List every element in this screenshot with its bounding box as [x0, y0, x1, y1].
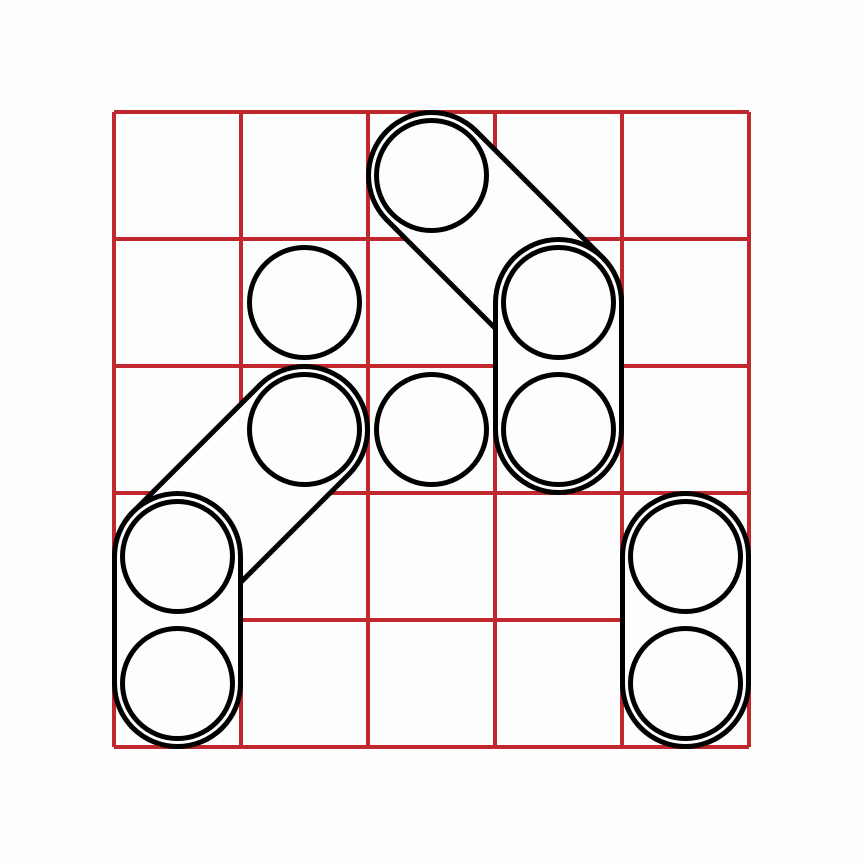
- single-circle: [247, 245, 362, 360]
- domino-piece: [112, 491, 243, 749]
- single-circle: [374, 372, 489, 487]
- domino-piece: [620, 491, 751, 749]
- piece-circle: [501, 372, 616, 487]
- domino-piece: [493, 237, 624, 495]
- piece-circle: [120, 499, 235, 614]
- piece-circle: [501, 245, 616, 360]
- piece-circle: [628, 499, 743, 614]
- pieces: [112, 110, 751, 749]
- piece-circle: [247, 372, 362, 487]
- piece-circle: [374, 118, 489, 233]
- piece-circle: [120, 626, 235, 741]
- piece-circle: [628, 626, 743, 741]
- single-circles: [247, 245, 489, 487]
